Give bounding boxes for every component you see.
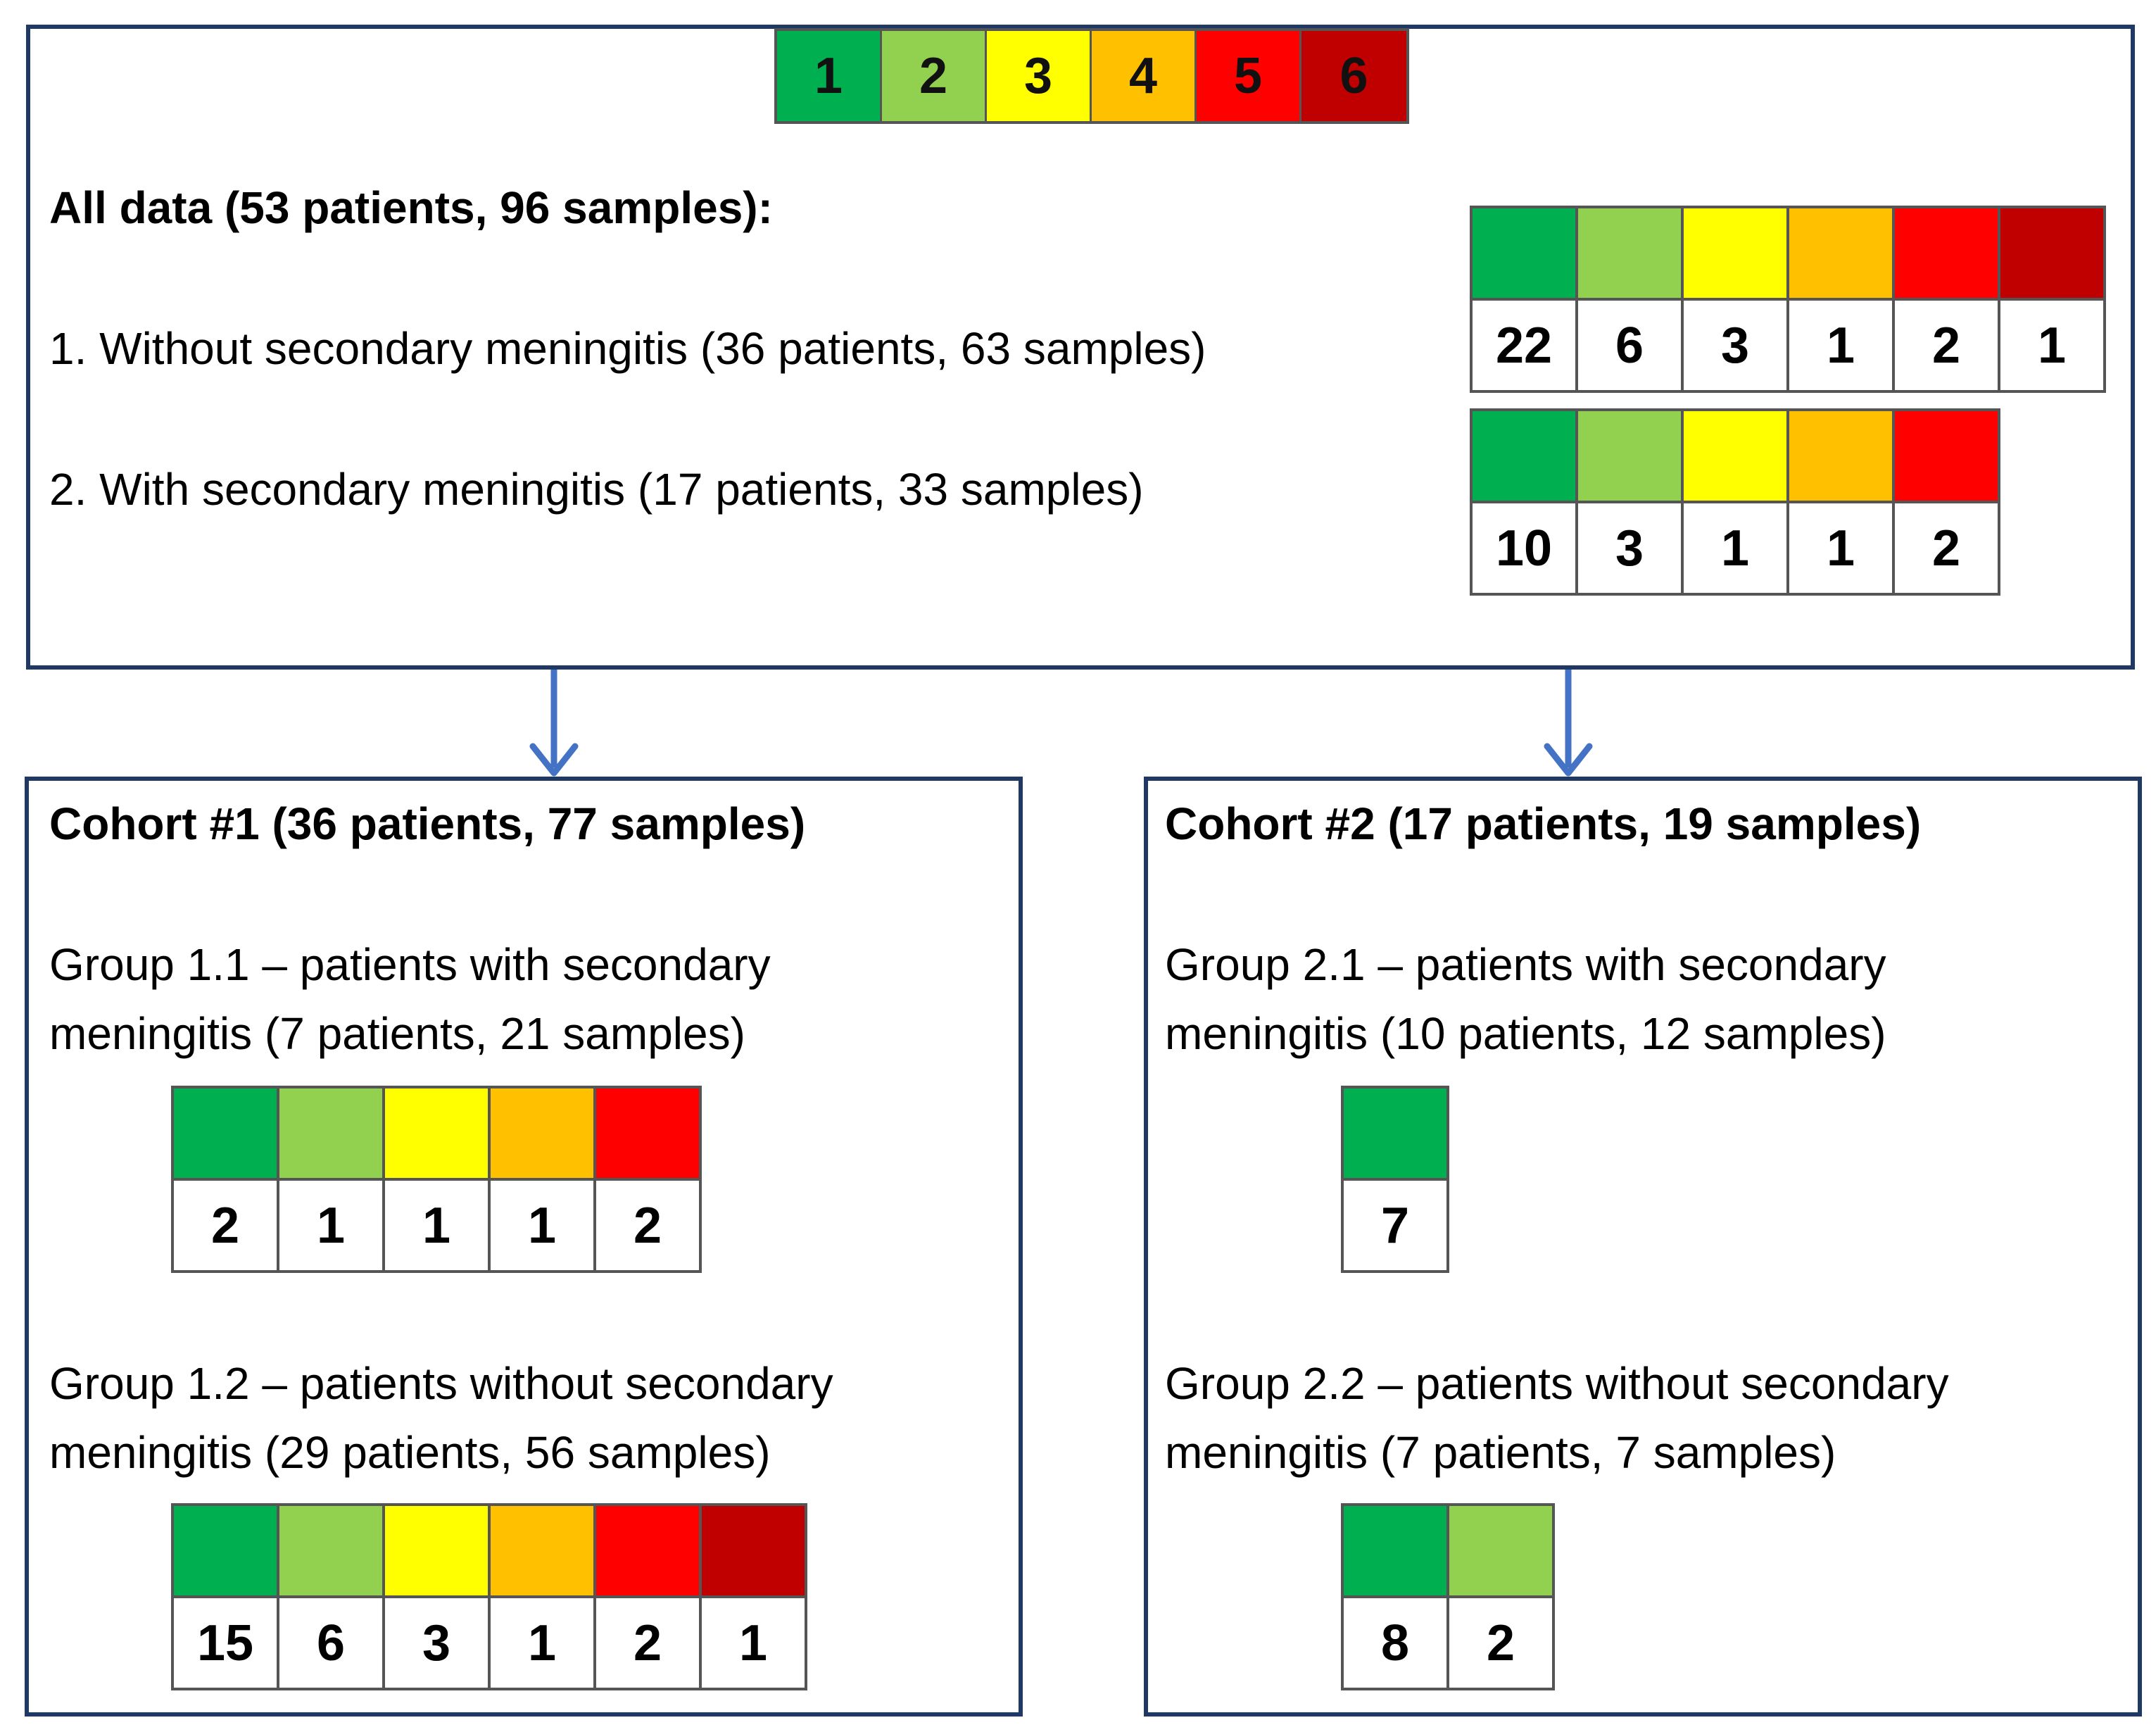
count-cell-level-1: 2 <box>171 1178 279 1273</box>
count-cell-level-3: 1 <box>382 1178 491 1273</box>
arrow-to-cohort-2-head <box>1544 743 1593 777</box>
count-cell-level-5: 2 <box>593 1178 702 1273</box>
color-row <box>171 1086 702 1181</box>
color-cell-level-1 <box>171 1086 279 1181</box>
color-cell-level-1 <box>1470 408 1578 503</box>
count-cell-level-2: 6 <box>277 1595 385 1690</box>
count-cell-level-1: 10 <box>1470 501 1578 596</box>
color-cell-level-1 <box>1341 1503 1449 1598</box>
count-cell-level-6: 1 <box>1998 298 2106 393</box>
group-1-2-label-line2: meningitis (29 patients, 56 samples) <box>49 1427 771 1478</box>
count-cell-level-1: 8 <box>1341 1595 1449 1690</box>
scale-level-5: 5 <box>1197 31 1301 121</box>
color-cell-level-4 <box>1786 206 1895 301</box>
color-row <box>1470 206 2106 301</box>
with-secondary-meningitis-label: 2. With secondary meningitis (17 patient… <box>49 464 1144 515</box>
group-1-1-label-line1: Group 1.1 – patients with secondary <box>49 939 771 990</box>
count-cell-level-6: 1 <box>699 1595 807 1690</box>
color-cell-level-4 <box>488 1086 596 1181</box>
scale-level-2: 2 <box>882 31 987 121</box>
scale-level-3: 3 <box>987 31 1092 121</box>
color-cell-level-2 <box>1446 1503 1555 1598</box>
count-cell-level-2: 1 <box>277 1178 385 1273</box>
scale-level-4: 4 <box>1092 31 1197 121</box>
cohort-2-panel <box>1144 777 2142 1717</box>
count-row: 7 <box>1341 1178 1449 1273</box>
cohort-1-title: Cohort #1 (36 patients, 77 samples) <box>49 798 806 849</box>
scale-level-1: 1 <box>777 31 882 121</box>
color-row <box>171 1503 807 1598</box>
count-cell-level-1: 15 <box>171 1595 279 1690</box>
arrow-to-cohort-1-head <box>529 743 579 777</box>
without-secondary-meningitis-label: 1. Without secondary meningitis (36 pati… <box>49 323 1206 374</box>
group-1-2-label-line1: Group 1.2 – patients without secondary <box>49 1358 833 1409</box>
color-cell-level-1 <box>1341 1086 1449 1181</box>
all-data-title: All data (53 patients, 96 samples): <box>49 182 773 233</box>
scale-level-6: 6 <box>1301 31 1406 121</box>
group-2-2-label-line1: Group 2.2 – patients without secondary <box>1165 1358 1949 1409</box>
color-cell-level-6 <box>699 1503 807 1598</box>
count-cell-level-4: 1 <box>1786 501 1895 596</box>
count-cell-level-4: 1 <box>488 1178 596 1273</box>
group-2-1-label-line2: meningitis (10 patients, 12 samples) <box>1165 1008 1886 1059</box>
color-cell-level-3 <box>1681 408 1789 503</box>
color-cell-level-1 <box>1470 206 1578 301</box>
count-cell-level-2: 3 <box>1575 501 1684 596</box>
color-cell-level-1 <box>171 1503 279 1598</box>
color-cell-level-2 <box>1575 206 1684 301</box>
count-cell-level-3: 3 <box>382 1595 491 1690</box>
count-cell-level-3: 1 <box>1681 501 1789 596</box>
color-cell-level-5 <box>593 1503 702 1598</box>
group-1-1-label-line2: meningitis (7 patients, 21 samples) <box>49 1008 745 1059</box>
color-cell-level-2 <box>277 1503 385 1598</box>
color-cell-level-4 <box>488 1503 596 1598</box>
color-cell-level-3 <box>1681 206 1789 301</box>
count-cell-level-5: 2 <box>593 1595 702 1690</box>
color-cell-level-3 <box>382 1086 491 1181</box>
group-2-1-label-line1: Group 2.1 – patients with secondary <box>1165 939 1886 990</box>
count-cell-level-2: 6 <box>1575 298 1684 393</box>
color-cell-level-2 <box>277 1086 385 1181</box>
color-row <box>1470 408 2000 503</box>
color-cell-level-2 <box>1575 408 1684 503</box>
count-cell-level-5: 2 <box>1892 298 2000 393</box>
color-cell-level-5 <box>1892 408 2000 503</box>
group-2-1-distribution-table: 7 <box>1341 1086 1449 1273</box>
color-row <box>1341 1503 1555 1598</box>
count-cell-level-2: 2 <box>1446 1595 1555 1690</box>
color-cell-level-4 <box>1786 408 1895 503</box>
cohort-2-title: Cohort #2 (17 patients, 19 samples) <box>1165 798 1922 849</box>
count-cell-level-1: 7 <box>1341 1178 1449 1273</box>
color-cell-level-5 <box>1892 206 2000 301</box>
color-cell-level-6 <box>1998 206 2106 301</box>
count-cell-level-3: 3 <box>1681 298 1789 393</box>
count-cell-level-4: 1 <box>488 1595 596 1690</box>
color-cell-level-3 <box>382 1503 491 1598</box>
color-row <box>1341 1086 1449 1181</box>
count-cell-level-4: 1 <box>1786 298 1895 393</box>
count-cell-level-5: 2 <box>1892 501 2000 596</box>
color-cell-level-5 <box>593 1086 702 1181</box>
group-2-2-label-line2: meningitis (7 patients, 7 samples) <box>1165 1427 1836 1478</box>
count-cell-level-1: 22 <box>1470 298 1578 393</box>
